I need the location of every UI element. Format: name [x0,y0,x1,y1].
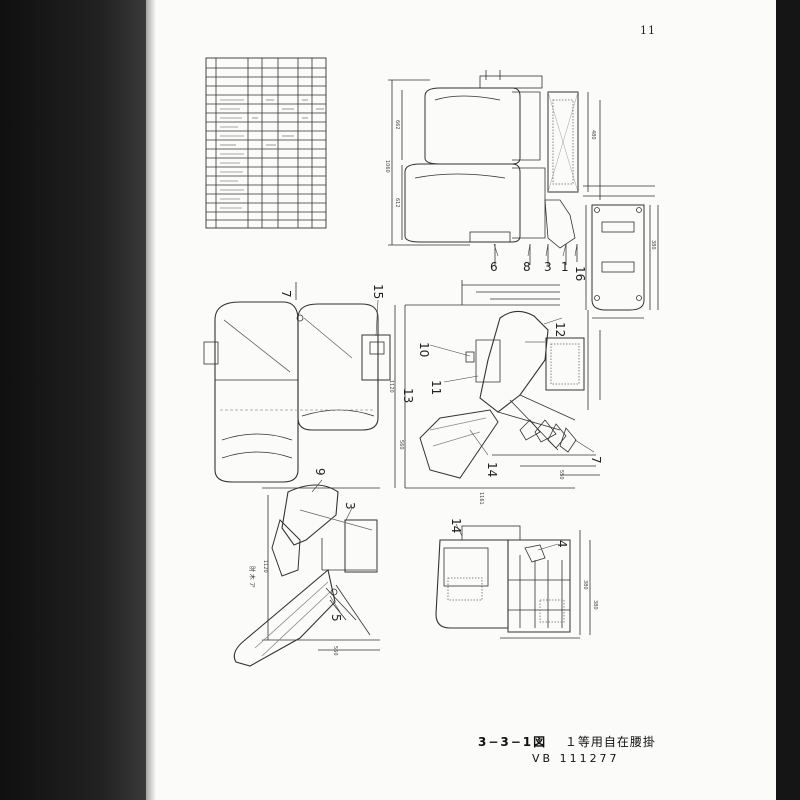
callout-7-top: 7 [279,290,293,298]
svg-text:560: 560 [332,646,338,656]
binding-shadow [0,0,146,800]
callout-12: 12 [553,322,567,337]
document-code: VB 111277 [532,752,620,765]
svg-text:550: 550 [558,470,564,480]
callout-3-lower: 3 [343,502,357,510]
plan-view-seat [388,70,601,265]
callout-13: 13 [401,388,415,403]
svg-text:1120: 1120 [262,560,268,573]
callout-14-lower: 14 [449,518,463,533]
part-callouts: 6 8 3 1 16 15 7 12 10 11 13 14 7 9 3 5 1… [279,260,603,622]
parts-list-table [205,57,327,229]
callout-5: 5 [329,614,343,622]
callout-15: 15 [371,284,385,299]
side-label: 肘 木 ア [248,566,256,588]
side-view-seat [394,280,601,489]
callout-8: 8 [523,260,531,274]
reclining-side-view [233,484,380,667]
svg-text:1120: 1120 [388,380,394,393]
front-view-seat [203,282,391,483]
svg-text:480: 480 [590,130,596,140]
figure-caption: 3−3−1図 １等用自在腰掛 [478,733,656,750]
callout-6: 6 [490,260,498,274]
callout-3: 3 [544,260,552,274]
rear-view-section [435,525,591,639]
svg-text:380: 380 [592,600,598,610]
svg-text:560: 560 [398,440,404,450]
svg-text:662: 662 [394,120,400,130]
page-right-edge [776,0,800,800]
callout-14: 14 [485,462,499,477]
callout-1: 1 [561,260,569,274]
callout-10: 10 [417,342,431,357]
figure-label: 3−3−1図 [478,735,548,749]
callout-7-right: 7 [589,456,603,464]
svg-text:1060: 1060 [384,160,390,173]
callout-16: 16 [573,266,587,281]
svg-text:1161: 1161 [478,492,484,505]
base-plan-view [583,185,659,319]
callout-9: 9 [313,468,327,476]
page-gutter-shadow [146,0,156,800]
figure-title: １等用自在腰掛 [564,735,656,749]
callout-11: 11 [429,380,443,395]
callout-4: 4 [555,540,569,548]
svg-text:380: 380 [650,240,656,250]
dimension-labels: 662 1060 612 1120 560 480 380 1161 550 1… [262,120,656,656]
page-number: 11 [640,24,656,37]
svg-text:612: 612 [394,198,400,208]
svg-text:380: 380 [582,580,588,590]
document-page [146,0,776,800]
